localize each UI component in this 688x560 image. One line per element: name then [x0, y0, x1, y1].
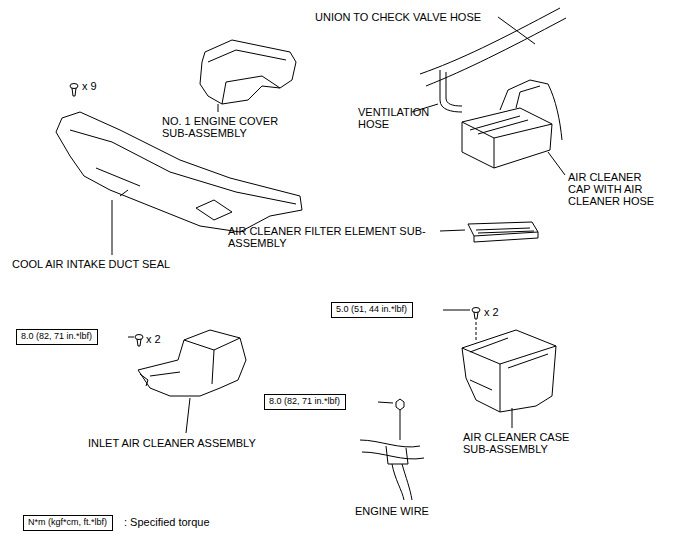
- leader-line: [498, 17, 535, 44]
- part-label: ENGINE WIRE: [355, 505, 429, 517]
- leader-line: [128, 337, 134, 338]
- bolt-icon: [472, 308, 480, 320]
- cap-hose: [500, 80, 562, 140]
- leader-line: [218, 104, 219, 112]
- leader-line: [112, 200, 113, 255]
- part-label: INLET AIR CLEANER ASSEMBLY: [88, 437, 256, 449]
- leader-line: [512, 408, 513, 428]
- part-label: x 9: [82, 80, 97, 92]
- part-label: x 2: [484, 306, 499, 318]
- part-label: NO. 1 ENGINE COVER SUB-ASSEMBLY: [162, 115, 292, 139]
- torque-spec-box: 8.0 (82, 71 in.*lbf): [264, 394, 346, 410]
- part-label: AIR CLEANER CASE SUB-ASSEMBLY: [463, 431, 593, 455]
- legend-torque-box: N*m (kgf*cm, ft.*lbf): [23, 515, 113, 531]
- case-detail: [462, 338, 556, 412]
- leader-line: [476, 322, 477, 342]
- part-label: UNION TO CHECK VALVE HOSE: [315, 11, 481, 23]
- leader-line: [186, 398, 190, 433]
- duct-seal: [56, 112, 302, 232]
- cap-detail: [462, 116, 552, 168]
- leader-line: [440, 230, 465, 231]
- part-label: x 2: [146, 333, 161, 345]
- torque-value: N*m (kgf*cm, ft.*lbf): [28, 517, 108, 529]
- bolt-icon: [135, 335, 143, 347]
- inlet-detail: [140, 338, 240, 386]
- engine-wire: [360, 410, 424, 500]
- ventilation-hose: [440, 70, 462, 112]
- torque-spec-box: 8.0 (82, 71 in.*lbf): [16, 329, 98, 345]
- torque-value: 8.0 (82, 71 in.*lbf): [21, 331, 93, 343]
- torque-spec-box: 5.0 (51, 44 in.*lbf): [331, 302, 413, 318]
- bolt-icon: [70, 84, 78, 97]
- air-cleaner-case: [462, 330, 556, 412]
- duct-seal-detail: [70, 130, 296, 220]
- nut-icon: [396, 399, 404, 410]
- air-cleaner-cap: [462, 108, 552, 168]
- torque-value: 8.0 (82, 71 in.*lbf): [269, 396, 341, 408]
- part-label: AIR CLEANER CAP WITH AIR CLEANER HOSE: [568, 171, 664, 207]
- torque-value: 5.0 (51, 44 in.*lbf): [336, 304, 408, 316]
- leader-line: [443, 310, 470, 311]
- part-label: VENTILATION HOSE: [358, 106, 443, 130]
- part-label: AIR CLEANER FILTER ELEMENT SUB-ASSEMBLY: [228, 225, 428, 249]
- engine-cover: [200, 40, 296, 104]
- leader-line: [548, 152, 565, 175]
- part-label: COOL AIR INTAKE DUCT SEAL: [12, 258, 170, 270]
- leader-line: [378, 402, 393, 403]
- inlet-air-cleaner: [138, 330, 246, 396]
- part-label: : Specified torque: [124, 516, 210, 528]
- engine-cover-detail: [208, 50, 286, 104]
- filter-element: [468, 222, 538, 242]
